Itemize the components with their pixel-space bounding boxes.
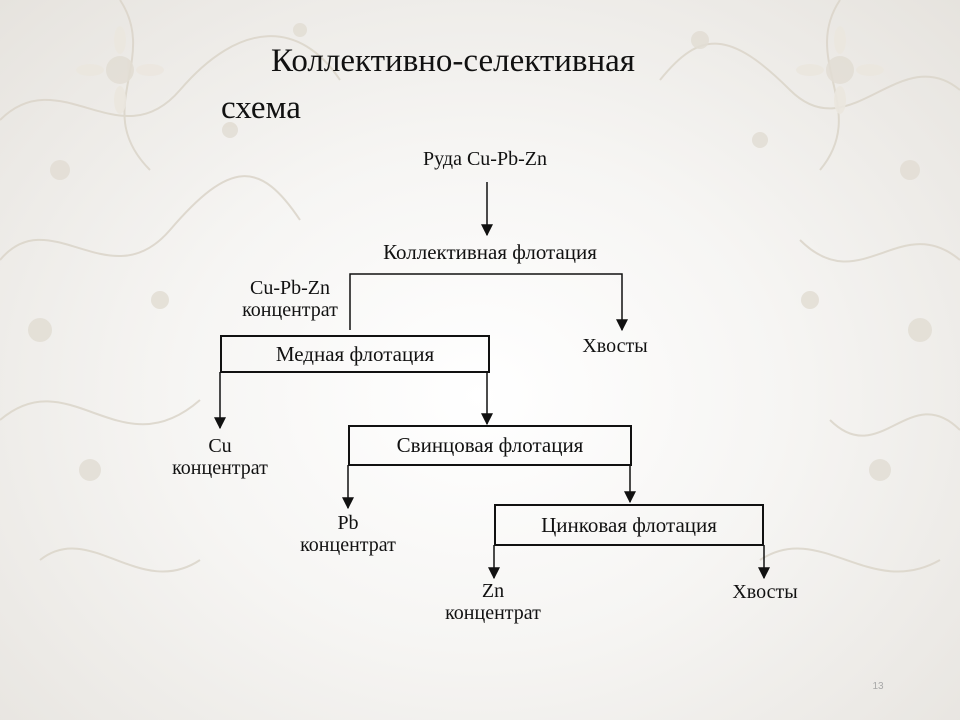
- final-tailings-label: Хвосты: [732, 581, 798, 603]
- pb-concentrate-line1: Pb: [337, 512, 359, 534]
- zn-concentrate-label: Zn концентрат: [433, 580, 553, 624]
- line-bulk-branch: [349, 273, 628, 332]
- copper-flotation-box: Медная флотация: [220, 335, 490, 373]
- pb-concentrate-label: Pb концентрат: [288, 512, 408, 556]
- pb-concentrate-line2: концентрат: [300, 534, 396, 556]
- bulk-concentrate-line1: Cu-Pb-Zn: [250, 277, 330, 299]
- cu-concentrate-line1: Cu: [208, 435, 232, 457]
- slide-title: Коллективно-селективная схема: [221, 38, 701, 132]
- zinc-flotation-box: Цинковая флотация: [494, 504, 764, 546]
- lead-flotation-box: Свинцовая флотация: [348, 425, 632, 466]
- bulk-concentrate-label: Cu-Pb-Zn концентрат: [220, 277, 360, 321]
- lead-flotation-label: Свинцовая флотация: [396, 433, 584, 457]
- bulk-concentrate-line2: концентрат: [242, 299, 338, 321]
- copper-flotation-label: Медная флотация: [275, 341, 435, 366]
- zn-concentrate-line2: концентрат: [445, 602, 541, 624]
- zn-concentrate-line1: Zn: [481, 580, 505, 602]
- bulk-flotation-label: Коллективная флотация: [383, 240, 597, 264]
- bulk-tailings-label: Хвосты: [582, 335, 648, 357]
- zinc-flotation-label: Цинковая флотация: [541, 512, 717, 537]
- cu-concentrate-label: Cu концентрат: [160, 435, 280, 479]
- slide-title-line2: схема: [221, 90, 301, 126]
- ore-label: Руда Cu-Pb-Zn: [423, 148, 547, 170]
- slide-page-number: 13: [872, 681, 884, 692]
- slide-title-line1: Коллективно-селективная: [271, 43, 635, 79]
- cu-concentrate-line2: концентрат: [172, 457, 268, 479]
